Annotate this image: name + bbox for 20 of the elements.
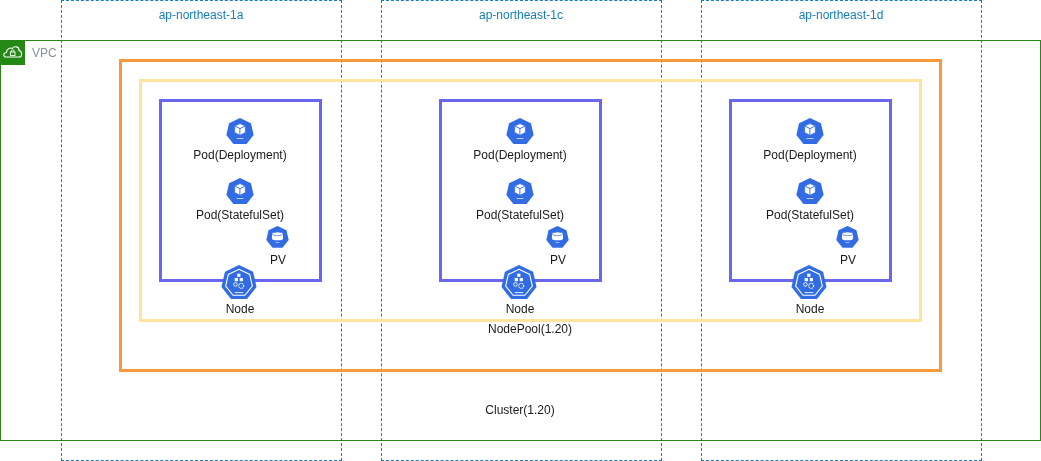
cluster-group-box [119,59,942,372]
node-label: Node [795,302,825,316]
pod-label: Pod(StatefulSet) [195,208,285,222]
zone-label: ap-northeast-1a [158,8,244,22]
volume-label: PV [270,253,286,267]
pod-label: Pod(Deployment) [473,148,567,162]
cluster-label: Cluster(1.20) [485,403,555,417]
volume-label: PV [550,253,566,267]
pod-label: Pod(StatefulSet) [475,208,565,222]
pool-label: NodePool(1.20) [487,322,573,336]
node-label: Node [505,302,535,316]
pod-label: Pod(Deployment) [193,148,287,162]
network-group-box [0,40,1041,441]
pod-label: Pod(StatefulSet) [765,208,855,222]
zone-label: ap-northeast-1c [479,8,563,22]
node-label: Node [225,302,255,316]
volume-label: PV [840,253,856,267]
group-label: VPC [32,46,57,60]
zone-label: ap-northeast-1d [798,8,884,22]
pod-label: Pod(Deployment) [763,148,857,162]
